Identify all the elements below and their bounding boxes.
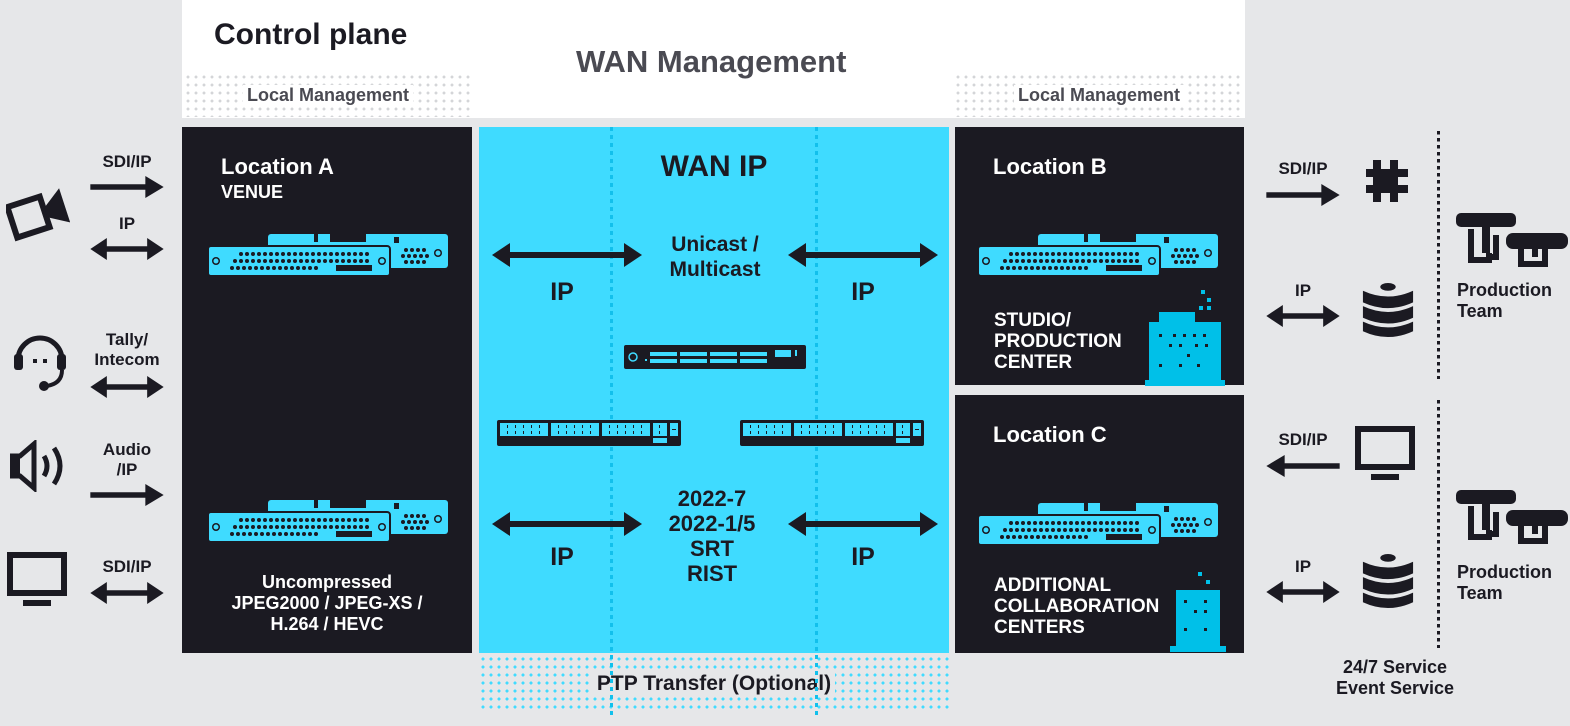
source-label-sdi-ip: SDI/IP [102,152,152,171]
headset-icon [14,335,66,391]
source-label-sdi-ip-monitor: SDI/IP [102,557,152,576]
codec-device-icon [208,500,448,542]
wan-management-title: WAN Management [576,44,847,79]
team-line: Team [1457,301,1503,321]
monitor-icon [7,552,67,608]
team-line: Production [1457,562,1552,582]
arrow-both-icon [88,582,166,604]
caption-line: STUDIO/ [994,310,1072,331]
arrow-both-icon [1264,581,1342,603]
location-b-caption: STUDIO/ PRODUCTION CENTER [994,310,1122,373]
output-label-sdi-ip: SDI/IP [1278,159,1328,178]
source-label-audio-ip: Audio /IP [88,440,166,480]
source-label-tally-line1: Tally/ [105,330,149,349]
wan-protocols: 2022-7 2022-1/5 SRT RIST [620,486,804,586]
local-management-left-label: Local Management [242,84,414,106]
local-management-right-label: Local Management [1013,84,1185,106]
ptp-transfer-label: PTP Transfer (Optional) [592,672,836,696]
caption-line: CENTER [994,352,1073,373]
building-icon [1170,572,1226,652]
monitor-icon [1355,426,1415,482]
protocol-line: 2022-7 [677,486,747,511]
output-label-ip: IP [1294,281,1312,300]
codec-device-icon [978,503,1218,545]
ip-label: IP [851,543,875,571]
arrow-right-icon [88,176,166,198]
ip-label: IP [550,543,574,571]
arrow-both-icon [88,238,166,260]
production-team-icon [1456,490,1568,546]
location-c-title: Location C [993,422,1107,447]
source-label-tally-intercom: Tally/ Intecom [84,330,170,370]
location-a-subtitle: VENUE [221,182,284,202]
separator-dotted [1437,131,1440,379]
caption-line: PRODUCTION [994,331,1122,352]
source-label-audio-line2: /IP [116,460,138,479]
protocol-line: 2022-1/5 [668,511,756,536]
codec-device-icon [208,234,448,276]
team-line: Team [1457,583,1503,603]
caption-line: JPEG2000 / JPEG-XS / [231,593,423,613]
arrow-both-icon [788,243,938,267]
network-switch-icon [497,420,681,446]
wan-unicast-multicast: Unicast / Multicast [620,232,810,282]
ptp-transfer-band: PTP Transfer (Optional) [479,655,949,713]
service-footer: 24/7 Service Event Service [1310,657,1480,699]
production-team-label: Production Team [1457,280,1552,322]
building-icon [1145,290,1225,386]
router-device-icon [624,345,806,369]
video-camera-icon [6,188,70,242]
location-a-caption: Uncompressed JPEG2000 / JPEG-XS / H.264 … [182,572,472,635]
speaker-icon [10,440,63,492]
control-plane-title: Control plane [214,18,408,51]
arrow-both-icon [492,512,642,536]
production-team-label: Production Team [1457,562,1552,604]
ip-label: IP [851,278,875,306]
source-label-tally-line2: Intecom [94,350,160,369]
service-line: 24/7 Service [1342,657,1448,677]
team-line: Production [1457,280,1552,300]
wan-ip-panel [479,127,949,653]
network-switch-icon [740,420,924,446]
location-a-panel [182,127,472,653]
arrow-both-icon [1264,305,1342,327]
protocol-line: SRT [690,536,734,561]
source-label-ip: IP [118,214,136,233]
codec-device-icon [978,234,1218,276]
arrow-both-icon [788,512,938,536]
arrow-left-icon [1264,455,1342,477]
local-management-right: Local Management [954,73,1244,117]
arrow-right-icon [88,484,166,506]
output-label-sdi-ip: SDI/IP [1278,430,1328,449]
service-line: Event Service [1335,678,1455,698]
wan-ip-title: WAN IP [660,150,768,183]
ip-label: IP [550,278,574,306]
output-label-ip: IP [1294,557,1312,576]
wan-mode-line: Multicast [669,258,761,281]
production-team-icon [1456,213,1568,269]
protocol-line: RIST [686,561,738,586]
location-c-caption: ADDITIONAL COLLABORATION CENTERS [994,575,1159,638]
separator-dotted [1437,400,1440,648]
storage-icon [1361,281,1415,341]
wan-mode-line: Unicast / [671,233,759,256]
location-b-title: Location B [993,154,1107,179]
arrow-right-icon [1264,184,1342,206]
storage-icon [1361,551,1415,613]
arrow-both-icon [88,376,166,398]
caption-line: ADDITIONAL [994,575,1112,596]
caption-line: COLLABORATION [994,596,1160,617]
caption-line: Uncompressed [261,572,393,592]
caption-line: H.264 / HEVC [270,614,384,634]
location-a-title: Location A [221,154,334,179]
local-management-left: Local Management [184,73,472,117]
source-label-audio-line1: Audio [102,440,152,459]
caption-line: CENTERS [994,617,1085,638]
video-switcher-icon [1366,160,1408,202]
arrow-both-icon [492,243,642,267]
